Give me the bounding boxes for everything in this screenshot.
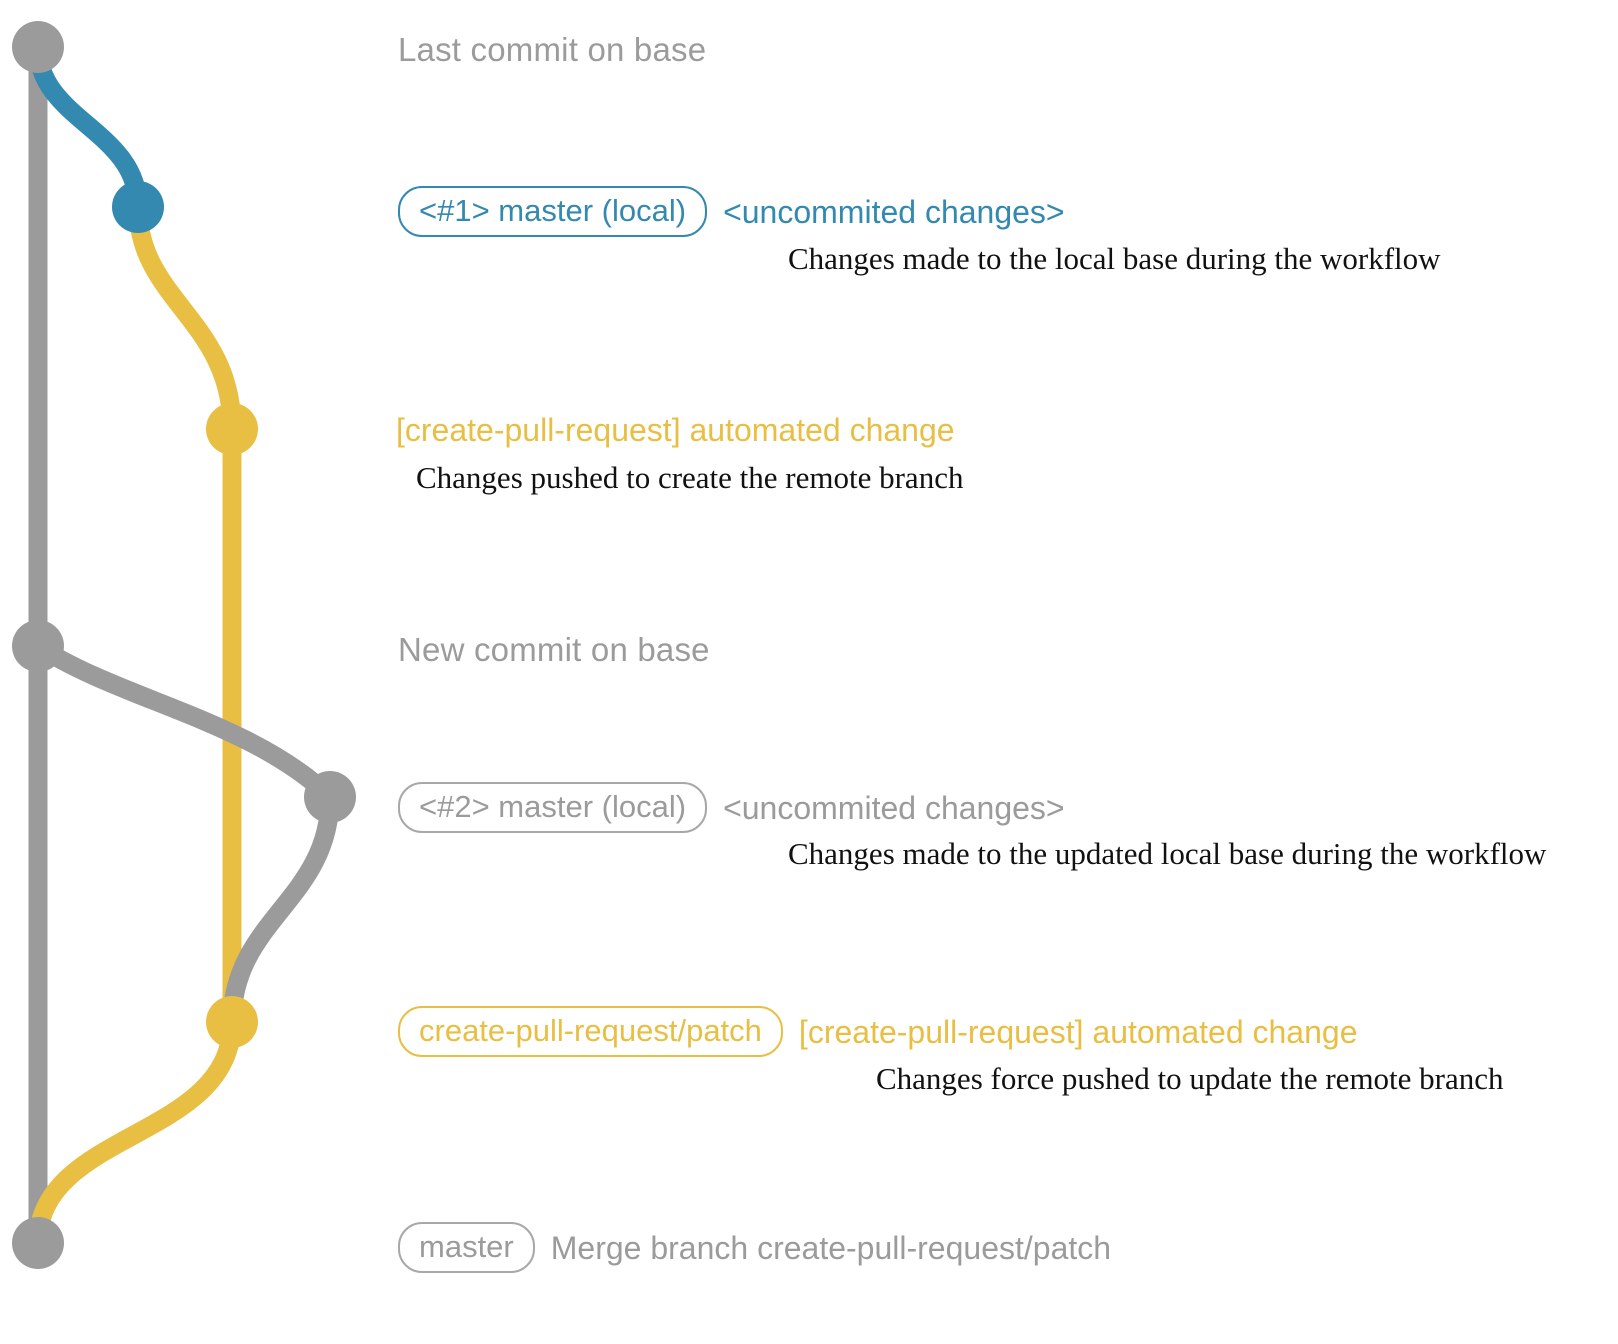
badge-master-local-1[interactable]: <#1> master (local) bbox=[398, 186, 708, 237]
node-local-2[interactable] bbox=[304, 771, 356, 823]
commit-row-merge: master Merge branch create-pull-request/… bbox=[398, 1222, 1111, 1273]
node-merge[interactable] bbox=[12, 1217, 64, 1269]
badge-master-local-2[interactable]: <#2> master (local) bbox=[398, 782, 708, 833]
edge-patch2-to-merge bbox=[28, 1012, 242, 1253]
headline-uncommited-changes-2: <uncommited changes> bbox=[723, 789, 1065, 826]
badge-master[interactable]: master bbox=[398, 1222, 535, 1273]
label-new-commit-on-base: New commit on base bbox=[398, 631, 710, 668]
edge-base-to-local1 bbox=[28, 37, 148, 217]
description-local-1: Changes made to the local base during th… bbox=[788, 241, 1441, 276]
node-patch-1[interactable] bbox=[206, 403, 258, 455]
headline-automated-change-1: [create-pull-request] automated change bbox=[396, 412, 955, 448]
headline-merge-branch: Merge branch create-pull-request/patch bbox=[550, 1229, 1112, 1266]
badge-create-pull-request-patch[interactable]: create-pull-request/patch bbox=[398, 1006, 783, 1057]
commit-row-patch-1: [create-pull-request] automated change bbox=[396, 414, 955, 446]
edge-basenew-to-local2 bbox=[28, 636, 340, 807]
node-local-1[interactable] bbox=[112, 181, 164, 233]
headline-automated-change-2: [create-pull-request] automated change bbox=[798, 1013, 1358, 1050]
headline-uncommited-changes-1: <uncommited changes> bbox=[723, 193, 1065, 230]
edge-local1-to-patch1 bbox=[128, 197, 242, 439]
description-patch-2: Changes force pushed to update the remot… bbox=[876, 1061, 1504, 1096]
node-base-head[interactable] bbox=[12, 21, 64, 73]
edge-local2-to-patch2 bbox=[222, 787, 340, 1032]
commit-row-local-1: <#1> master (local) <uncommited changes> bbox=[398, 186, 1065, 237]
description-local-2: Changes made to the updated local base d… bbox=[788, 836, 1547, 871]
commit-row-local-2: <#2> master (local) <uncommited changes> bbox=[398, 782, 1065, 833]
commit-row-patch-2: create-pull-request/patch [create-pull-r… bbox=[398, 1006, 1357, 1057]
description-patch-1: Changes pushed to create the remote bran… bbox=[416, 460, 964, 495]
node-base-new[interactable] bbox=[12, 620, 64, 672]
node-patch-2[interactable] bbox=[206, 996, 258, 1048]
label-last-commit-on-base: Last commit on base bbox=[398, 31, 707, 68]
